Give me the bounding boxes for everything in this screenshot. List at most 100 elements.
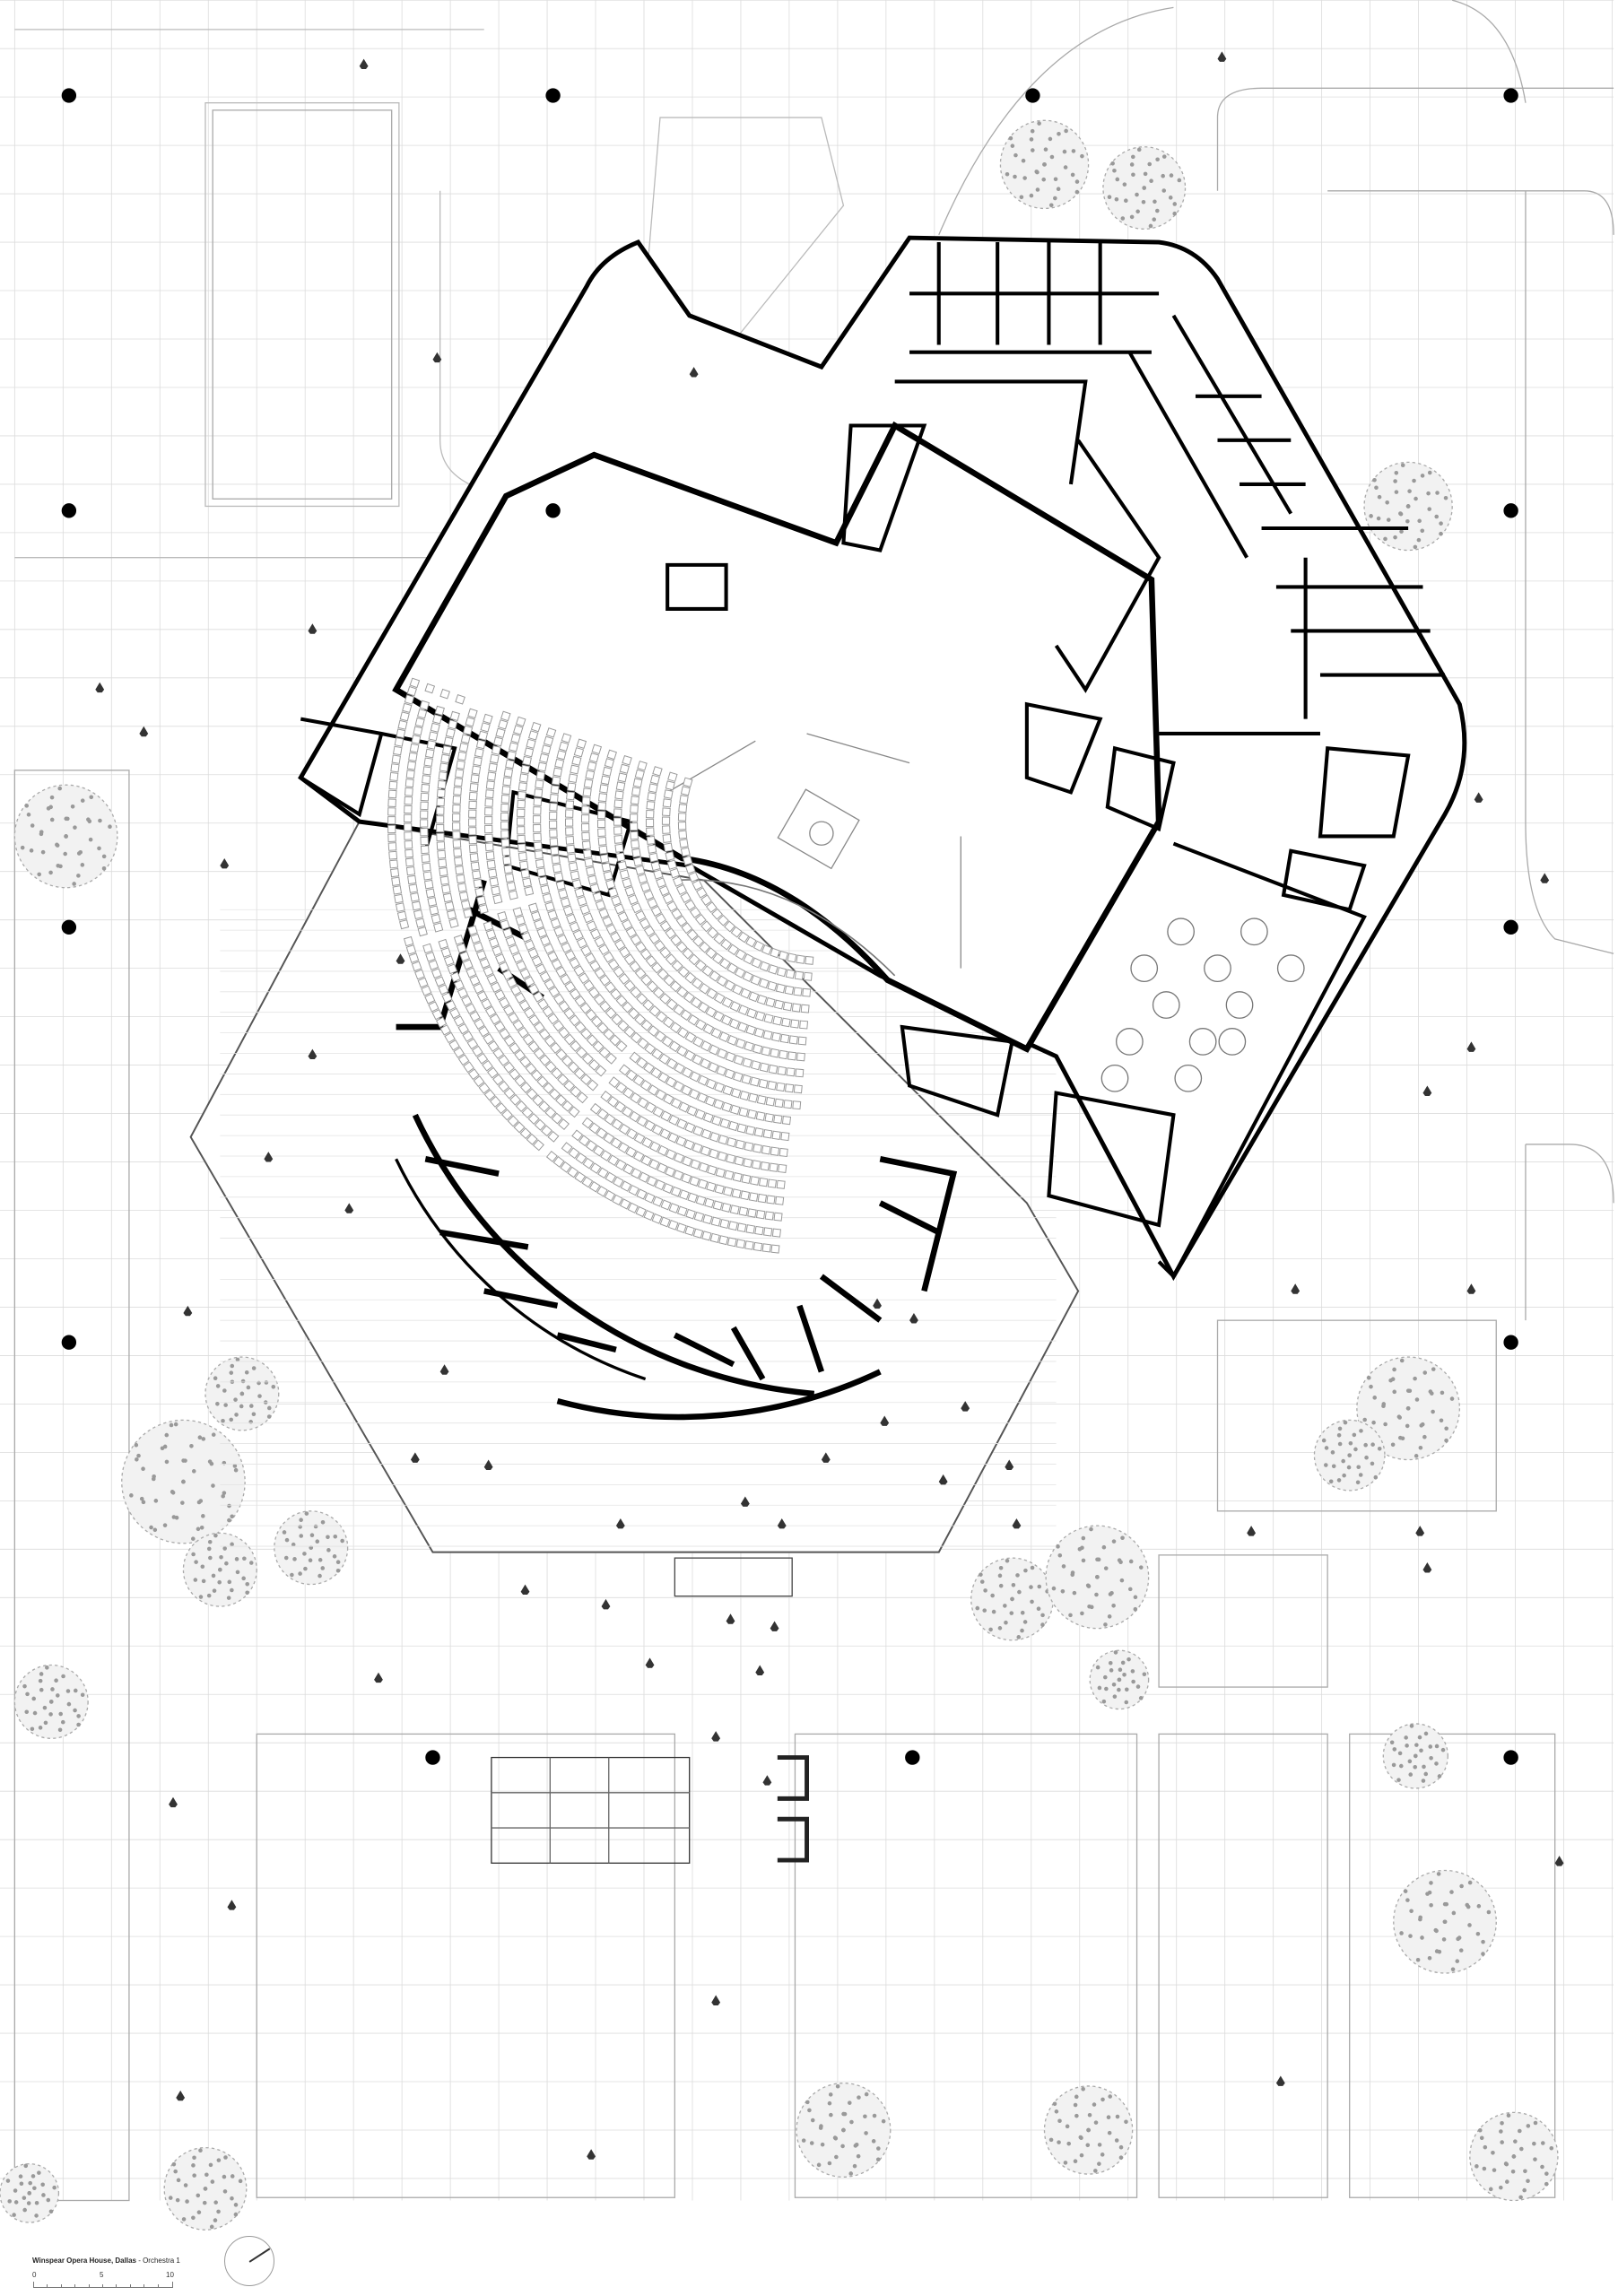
scale-tick [102, 2284, 103, 2287]
seat-icon [445, 999, 457, 1012]
tree-texture [64, 834, 68, 839]
seat-icon [462, 1031, 474, 1042]
seat-icon [517, 808, 526, 818]
person-icon [1540, 873, 1550, 883]
seat-icon [445, 727, 456, 738]
seat-icon [697, 1074, 709, 1086]
seat-icon [636, 993, 648, 1005]
tree-texture [1434, 1744, 1440, 1749]
seat-icon [519, 1056, 532, 1068]
seat-icon [423, 879, 434, 890]
tree-texture [1371, 1420, 1376, 1425]
seat-icon [591, 744, 603, 755]
seat-icon [553, 926, 565, 937]
seat-icon [544, 1061, 557, 1073]
tree-texture [1481, 1939, 1485, 1944]
seat-icon [661, 1035, 674, 1048]
seat-icon [699, 941, 711, 953]
seat-icon [403, 935, 414, 947]
seat-icon [735, 1239, 746, 1249]
tree-texture [213, 1376, 218, 1381]
seat-icon [709, 1148, 719, 1160]
tree-texture [1374, 485, 1379, 491]
seat-icon [707, 1164, 718, 1176]
seat-icon [766, 1195, 776, 1205]
seat-icon [634, 967, 647, 979]
tree-texture [230, 1363, 235, 1369]
tree-texture [135, 1457, 139, 1462]
tree-texture [222, 1491, 227, 1495]
seat-icon [519, 1127, 532, 1140]
seat-icon [662, 1182, 674, 1194]
drawing-subtitle: Orchestra 1 [143, 2257, 180, 2265]
tree-texture [248, 1561, 254, 1565]
tree-texture [206, 1593, 212, 1598]
seat-icon [573, 1067, 586, 1080]
seat-icon [740, 987, 752, 999]
seat-icon [575, 1152, 587, 1164]
seat-icon [502, 1004, 515, 1016]
seat-icon [543, 943, 555, 954]
seat-icon [513, 725, 524, 735]
seat-icon [713, 1010, 725, 1022]
seat-icon [502, 856, 512, 865]
seat-icon [404, 804, 413, 814]
tree-texture [34, 2213, 39, 2218]
tree-texture [320, 1519, 326, 1525]
person-icon [95, 682, 105, 693]
column-icon [545, 503, 561, 518]
seat-icon [599, 1000, 612, 1013]
seat-icon [523, 1007, 535, 1019]
seat-icon [527, 947, 539, 959]
seat-icon [743, 953, 754, 965]
seat-icon [544, 1035, 556, 1048]
seat-icon [636, 1188, 648, 1200]
person-icon [1012, 1518, 1022, 1529]
seat-icon [633, 1132, 646, 1144]
tree-texture [1070, 172, 1075, 178]
seat-icon [404, 822, 413, 831]
tree-texture [48, 2209, 54, 2214]
person-icon [587, 2149, 596, 2160]
seat-icon [483, 966, 494, 978]
seat-icon [434, 705, 445, 717]
person-icon [880, 1415, 890, 1426]
seat-icon [596, 1108, 609, 1120]
tree-texture [1427, 1955, 1432, 1961]
seat-icon [730, 1104, 741, 1115]
seat-icon [452, 839, 462, 848]
tree-texture [1353, 1447, 1358, 1452]
seat-icon [484, 816, 493, 825]
seat-icon [532, 991, 544, 1003]
tree-texture [1467, 1923, 1472, 1927]
seat-icon [405, 770, 415, 779]
seat-icon [469, 975, 481, 987]
seat-icon [682, 1066, 693, 1079]
seat-icon [600, 775, 611, 786]
seat-icon [750, 1076, 761, 1087]
tree-texture [28, 2180, 32, 2186]
seat-icon [404, 787, 413, 796]
seat-icon [598, 944, 610, 956]
seat-icon [468, 827, 477, 836]
seat-icon [610, 988, 622, 1000]
seat-icon [655, 913, 667, 925]
person-icon [308, 623, 318, 634]
tree-icon [182, 1532, 257, 1607]
tree-texture [871, 2139, 876, 2144]
tree-texture [34, 2200, 39, 2205]
person-icon [711, 1995, 721, 2005]
tree-texture [234, 1413, 239, 1417]
tree-texture [1435, 491, 1440, 495]
seat-icon [665, 780, 675, 791]
seat-icon [736, 1123, 747, 1134]
tree-texture [1412, 478, 1416, 483]
tree-texture [230, 1587, 234, 1593]
person-icon [1554, 1856, 1564, 1866]
seat-icon [585, 952, 596, 964]
scale-tick [74, 2284, 76, 2287]
tree-texture [997, 1573, 1003, 1578]
tree-texture [1104, 1686, 1109, 1692]
seat-icon [639, 882, 651, 892]
tree-icon [1045, 1525, 1150, 1630]
